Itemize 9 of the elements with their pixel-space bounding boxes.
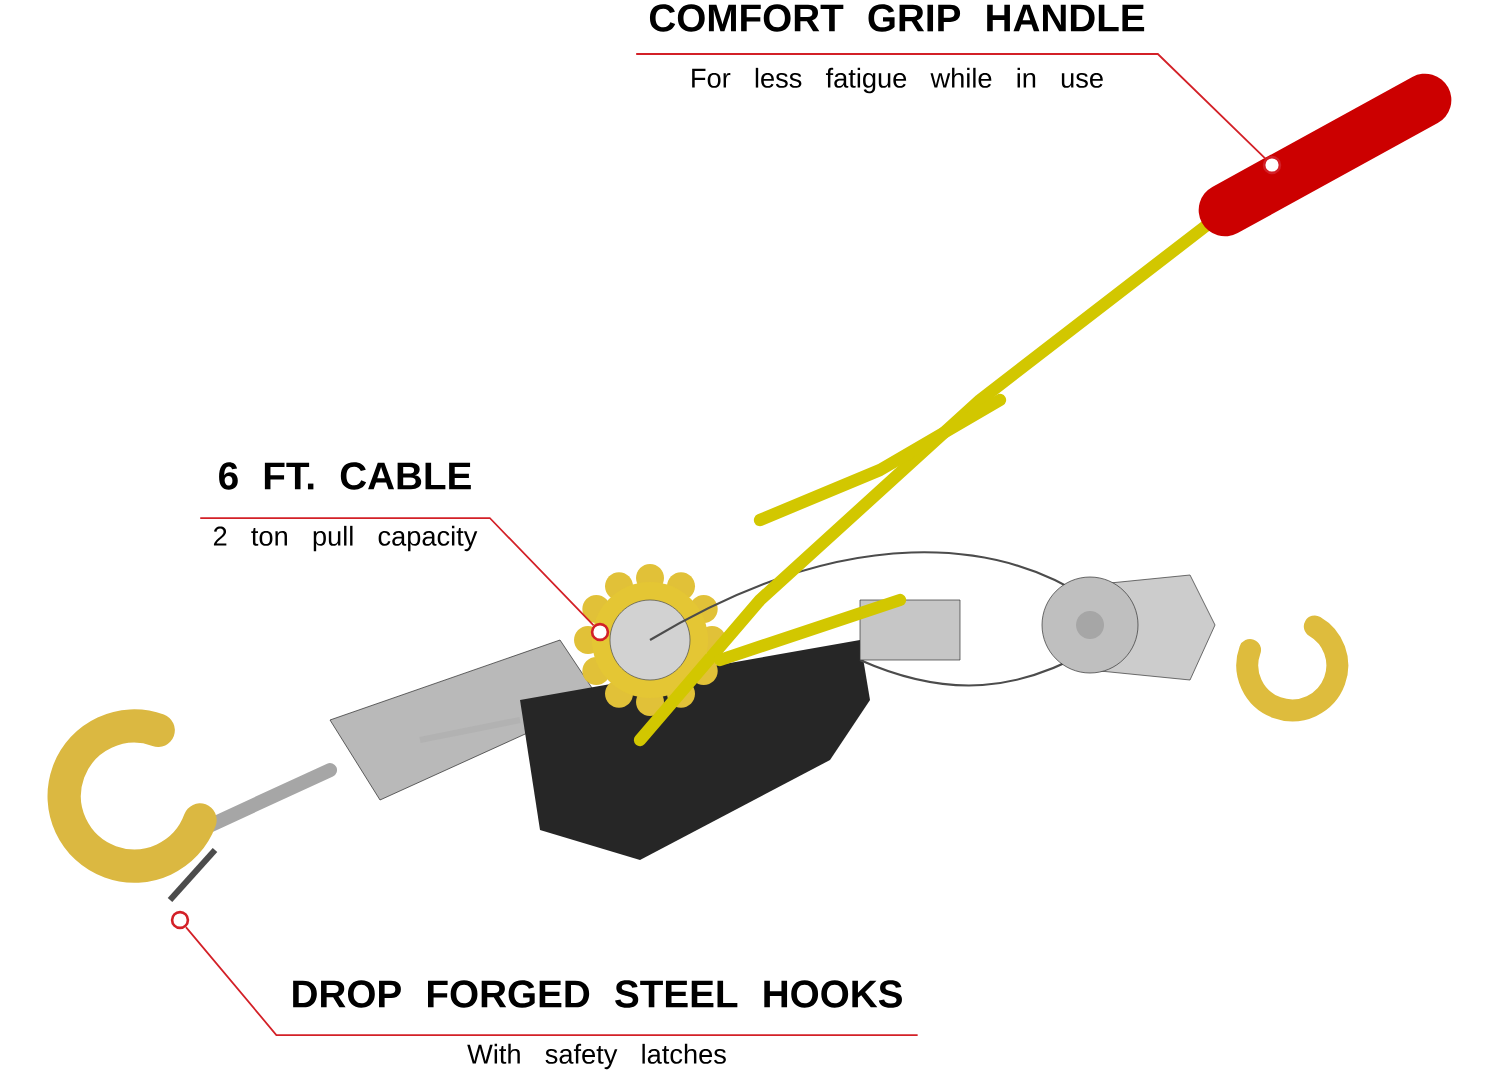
callout-text: 6 FT. CABLE 2 ton pull capacity bbox=[213, 462, 478, 552]
marker-dot bbox=[1262, 155, 1282, 175]
leader-line bbox=[185, 926, 919, 1036]
callout-text: DROP FORGED STEEL HOOKS With safety latches bbox=[293, 980, 902, 1070]
callout-text: COMFORT GRIP HANDLE For less fatigue while in use bbox=[649, 4, 1145, 94]
leader-line bbox=[199, 517, 595, 627]
marker-dot bbox=[590, 622, 610, 642]
leader-line bbox=[635, 53, 1267, 160]
marker-dot bbox=[170, 910, 190, 930]
